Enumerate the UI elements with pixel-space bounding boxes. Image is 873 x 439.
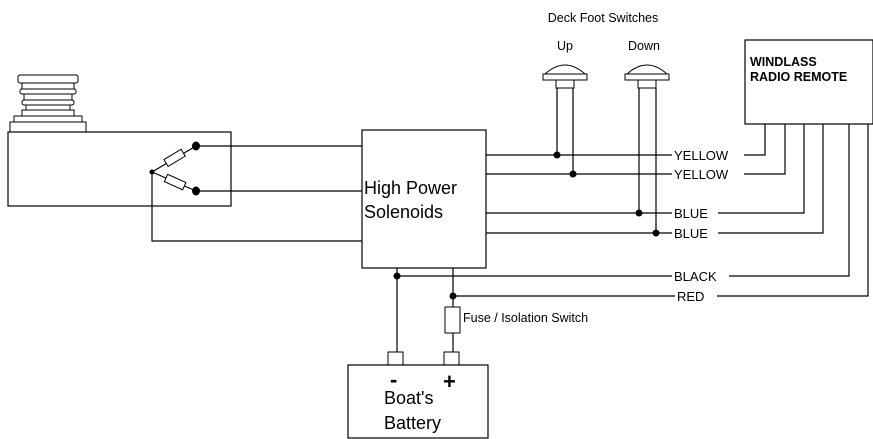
power-wires — [396, 268, 454, 352]
capstan-icon — [9, 74, 87, 133]
fuse-label: Fuse / Isolation Switch — [463, 311, 588, 325]
motor-wires — [151, 145, 362, 242]
radio-remote-label-line2: RADIO REMOTE — [750, 70, 847, 84]
wire-label-black: BLACK — [674, 269, 717, 284]
wire-label-yellow-1: YELLOW — [674, 148, 729, 163]
battery-positive-terminal — [443, 351, 460, 366]
down-switch-label: Down — [628, 39, 660, 53]
solenoid-label-line1: High Power — [364, 178, 457, 198]
switch-wires — [556, 88, 657, 233]
deck-switch-down — [624, 64, 670, 89]
radio-remote-box — [744, 39, 873, 125]
solenoid-label-line2: Solenoids — [364, 202, 443, 222]
deck-switch-up — [542, 64, 588, 89]
wire-label-blue-2: BLUE — [674, 226, 708, 241]
up-switch-label: Up — [557, 39, 573, 53]
fuse-isolation-switch — [444, 306, 461, 334]
battery-positive-sign: + — [443, 369, 456, 394]
radio-remote-label-line1: WINDLASS — [750, 55, 817, 69]
battery-body — [347, 364, 489, 439]
battery-label-line2: Battery — [384, 413, 441, 433]
battery-negative-terminal — [387, 351, 404, 366]
wire-label-red: RED — [677, 289, 704, 304]
windlass-motor — [7, 74, 232, 207]
battery — [347, 351, 489, 439]
battery-negative-sign: - — [390, 367, 397, 392]
wire-label-blue-1: BLUE — [674, 206, 708, 221]
signal-wires — [393, 124, 869, 300]
diagram-title: Deck Foot Switches — [548, 11, 658, 25]
wire-label-yellow-2: YELLOW — [674, 167, 729, 182]
solenoid-box — [361, 129, 487, 269]
battery-label-line1: Boat's — [384, 388, 433, 408]
